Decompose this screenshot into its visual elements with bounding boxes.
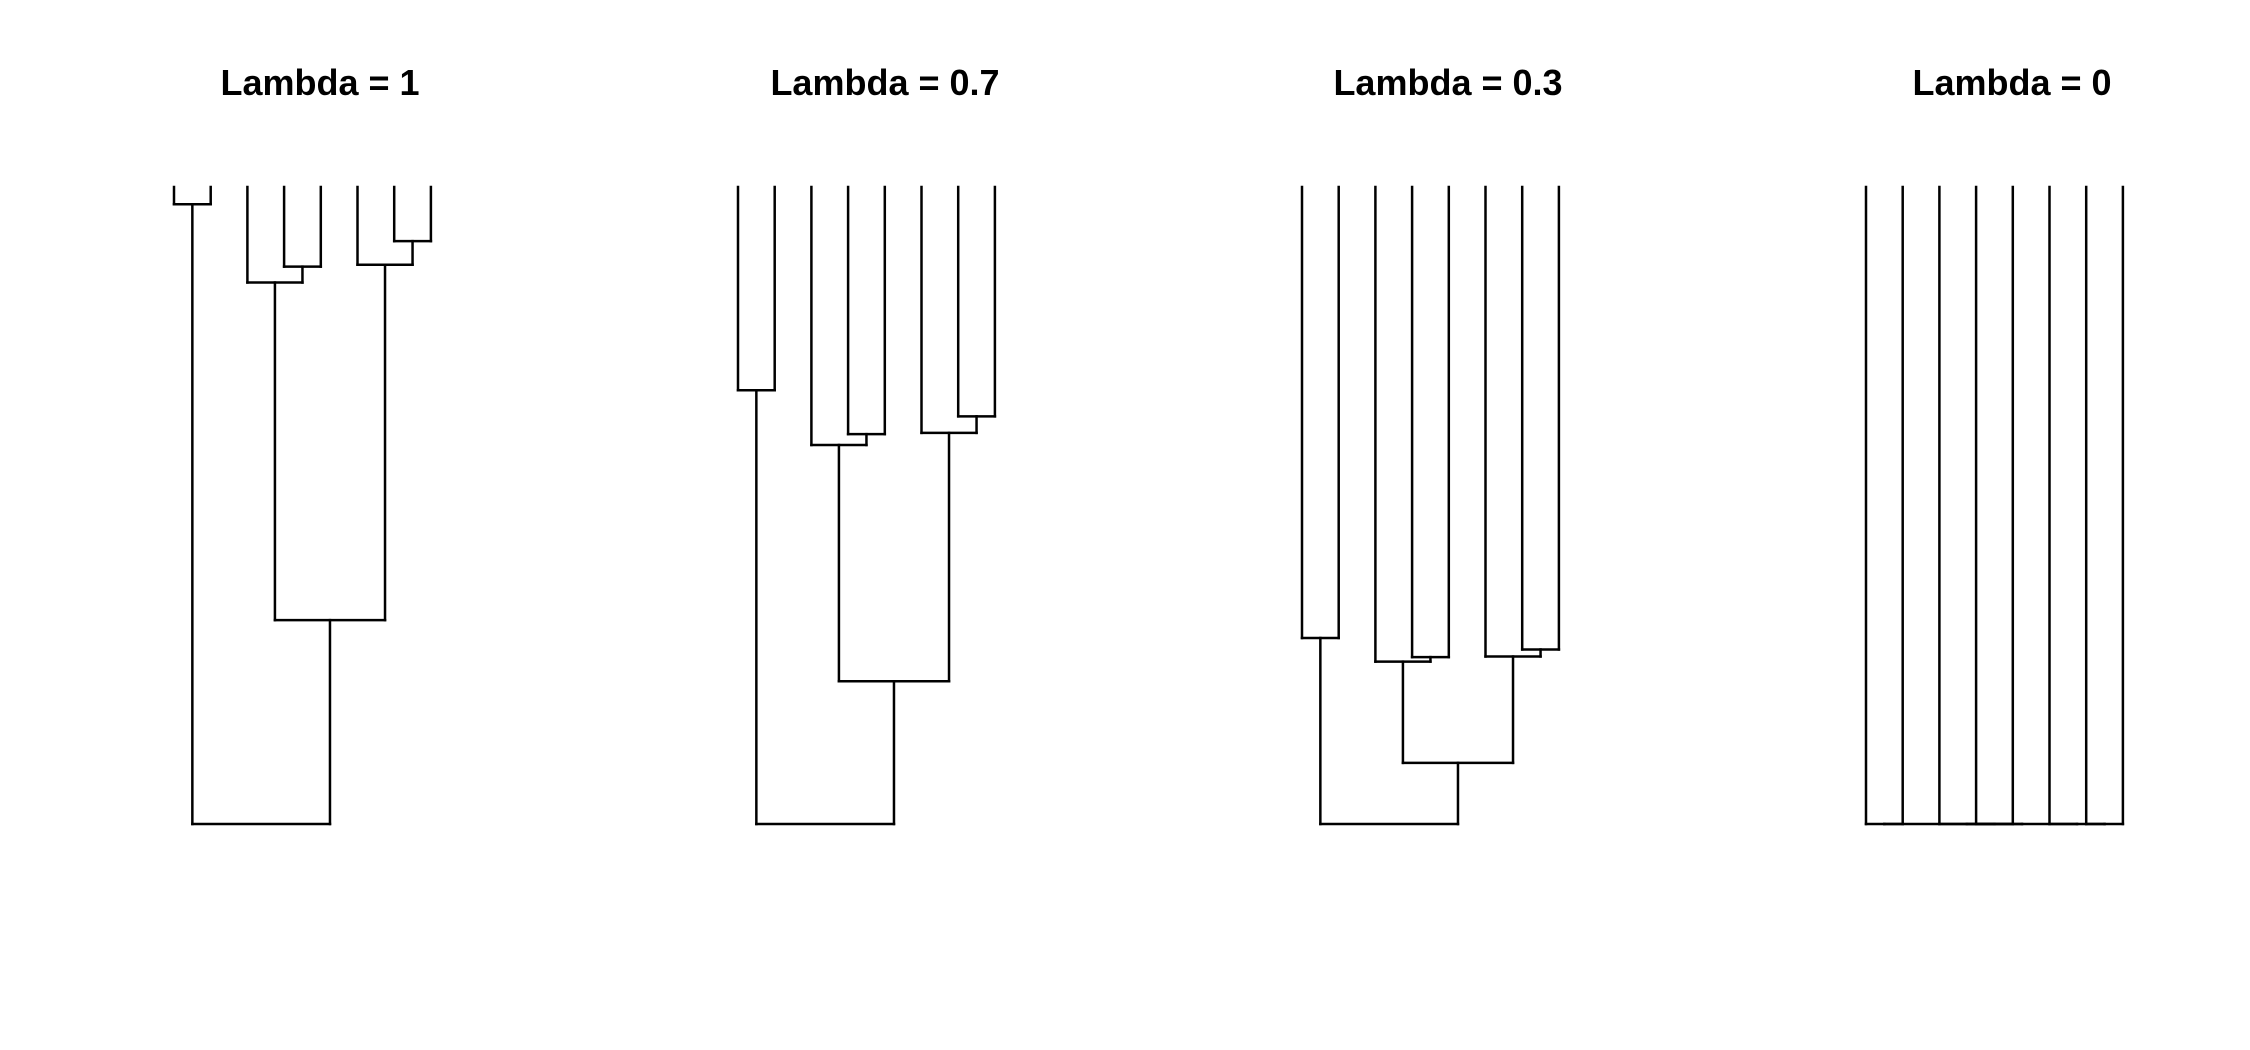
panel-title: Lambda = 0.3 (1333, 62, 1562, 103)
panel-title: Lambda = 1 (220, 62, 419, 103)
panel-title: Lambda = 0 (1912, 62, 2111, 103)
tree (172, 185, 433, 826)
panel-lambda-0-3: Lambda = 0.3 (1300, 62, 1563, 826)
tree (1300, 185, 1561, 826)
panel-lambda-0: Lambda = 0 (1864, 62, 2125, 826)
tree (1864, 185, 2125, 826)
panel-title: Lambda = 0.7 (770, 62, 999, 103)
panel-lambda-1: Lambda = 1 (172, 62, 433, 826)
tree (736, 185, 997, 826)
panel-lambda-0-7: Lambda = 0.7 (736, 62, 1000, 826)
